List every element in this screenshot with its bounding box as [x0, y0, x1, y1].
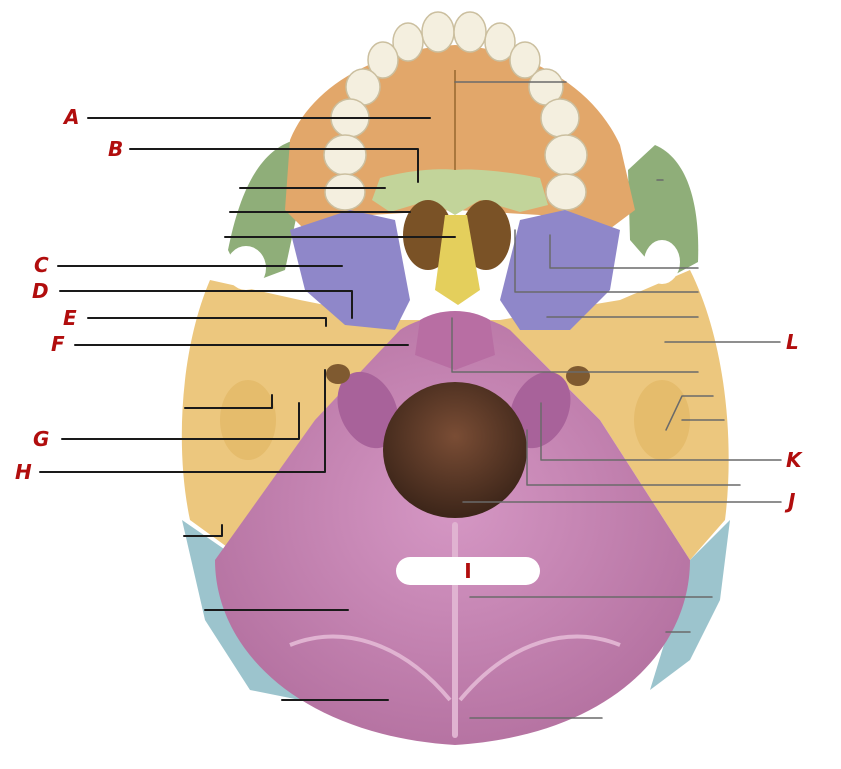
zygomatic-arch-gap-right	[644, 240, 680, 284]
temporal-bone-region	[181, 270, 729, 560]
sphenoid-bone-right	[500, 210, 620, 330]
mastoid-process-left	[220, 380, 276, 460]
leader-line-g	[61, 402, 300, 440]
zygomatic-arch-gap-left	[226, 246, 266, 290]
leader-lines-right	[451, 81, 782, 719]
leader-line-right-2	[514, 229, 699, 293]
carotid-canal-left	[326, 364, 350, 384]
label-e: E	[63, 306, 77, 330]
label-f: F	[51, 332, 65, 356]
label-i-background	[396, 557, 540, 585]
occipital-condyle-left	[337, 371, 399, 449]
leader-line-right-4	[451, 317, 699, 373]
leader-line-unlabeled-5	[183, 524, 223, 537]
superior-nuchal-line-right	[458, 634, 621, 702]
occipital-condyle-right	[509, 371, 571, 449]
label-k: K	[786, 448, 803, 472]
label-i: I	[464, 559, 471, 583]
label-g: G	[33, 427, 49, 451]
foramen-magnum	[383, 382, 527, 518]
leader-line-h	[39, 369, 326, 473]
basilar-part-occipital	[415, 311, 495, 370]
label-j: J	[784, 489, 796, 513]
label-l: L	[786, 330, 799, 354]
label-b: B	[108, 137, 123, 161]
sphenoid-bone-left	[290, 210, 410, 330]
leader-line-right-5	[665, 395, 714, 431]
leader-line-right-1	[549, 234, 699, 269]
letter-labels: A B C D E F G H J K L	[15, 105, 803, 513]
leader-line-unlabeled-4	[184, 394, 273, 409]
leader-line-e	[87, 317, 327, 327]
label-a: A	[62, 105, 79, 129]
label-c: C	[34, 253, 49, 277]
zygomatic-bone-right	[628, 145, 699, 280]
carotid-canal-right	[566, 366, 590, 386]
leader-line-k	[540, 402, 782, 461]
label-i-box: I	[396, 557, 540, 585]
parietal-bone-right	[650, 520, 730, 690]
leader-lines-left	[39, 117, 456, 701]
label-h: H	[15, 460, 32, 484]
leader-line-d	[59, 290, 353, 319]
skull-illustration	[181, 11, 730, 745]
mastoid-process-right	[634, 380, 690, 460]
upper-teeth	[323, 11, 588, 211]
palatine-horizontal-plate	[372, 169, 548, 215]
leader-line-b	[129, 148, 419, 183]
leader-line-right-7	[526, 429, 741, 486]
superior-nuchal-line-left	[289, 634, 452, 702]
label-d: D	[32, 279, 49, 303]
